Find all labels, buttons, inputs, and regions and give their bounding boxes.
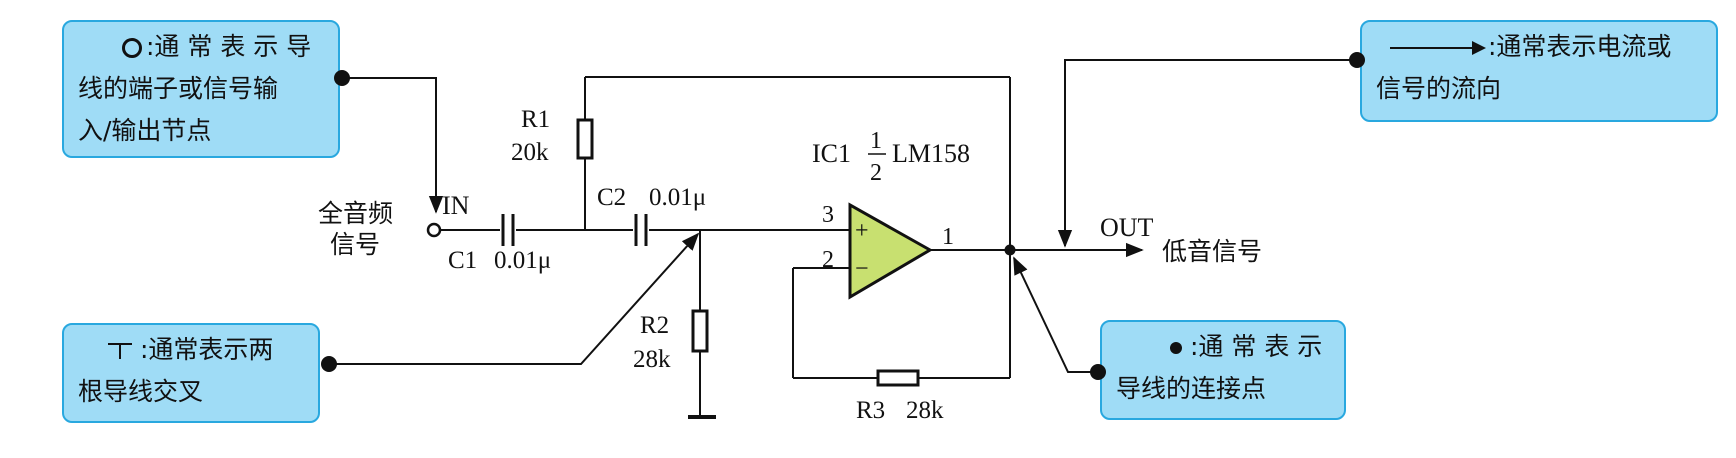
leader-dot-terminal — [334, 70, 350, 86]
c2-value: 0.01μ — [649, 184, 706, 211]
dot-icon — [1170, 342, 1182, 354]
output-desc: 低音信号 — [1162, 237, 1262, 266]
callout-flow-direction: :通常表示电流或 信号的流向 — [1360, 20, 1718, 122]
in-terminal-icon — [426, 222, 442, 238]
r2-body — [691, 309, 709, 353]
in-label: IN — [442, 191, 470, 220]
r3-value: 28k — [906, 397, 944, 424]
r2-name: R2 — [640, 312, 669, 339]
callout-junction-point: :通 常 表 示 导线的连接点 — [1100, 320, 1346, 420]
leader-crossing — [322, 232, 700, 365]
r3-name: R3 — [856, 397, 885, 424]
c1-value: 0.01μ — [494, 247, 551, 274]
arrow-right-icon — [1390, 41, 1486, 55]
c2-name: C2 — [597, 184, 626, 211]
leader-dot-junction — [1090, 364, 1106, 380]
leader-junction — [1013, 256, 1098, 373]
input-label-1: 全音频 — [318, 199, 393, 228]
leader-terminal — [342, 77, 444, 214]
callout-terminal-node: :通 常 表 示 导 线的端子或信号输 入/输出节点 — [62, 20, 340, 158]
callout-direction-line2: 信号的流向 — [1376, 74, 1502, 103]
opamp-triangle — [848, 202, 934, 300]
r3-body — [876, 369, 920, 387]
callout-direction-line1: :通常表示电流或 — [1488, 32, 1672, 61]
leader-dot-direction — [1349, 52, 1365, 68]
out-label: OUT — [1100, 213, 1154, 242]
ic-frac-num: 1 — [870, 128, 882, 154]
input-label-2: 信号 — [330, 230, 380, 259]
c1-name: C1 — [448, 247, 477, 274]
crossing-symbol-icon — [108, 341, 132, 361]
pin-plus-number: 3 — [822, 202, 834, 228]
callout-junction-line1: :通 常 表 示 — [1190, 332, 1323, 361]
callout-wire-crossing: :通常表示两 根导线交叉 — [62, 323, 320, 423]
callout-crossing-line2: 根导线交叉 — [78, 377, 204, 406]
callout-crossing-line1: :通常表示两 — [140, 335, 274, 364]
r1-value: 20k — [511, 139, 549, 166]
callout-terminal-line1: :通 常 表 示 导 — [146, 32, 312, 61]
opamp-minus-sign: − — [855, 256, 869, 282]
callout-terminal-line2: 线的端子或信号输 — [78, 74, 279, 103]
opamp-plus-sign: + — [855, 218, 869, 244]
open-circle-icon — [122, 38, 142, 58]
ic-name: IC1 — [812, 139, 851, 168]
pin-minus-number: 2 — [822, 247, 834, 273]
r1-body — [576, 118, 594, 160]
ic-frac-den: 2 — [870, 160, 882, 186]
ic-part: LM158 — [892, 139, 970, 168]
r1-name: R1 — [521, 106, 550, 133]
leader-direction — [1057, 59, 1357, 248]
leader-dot-crossing — [321, 356, 337, 372]
callout-junction-line2: 导线的连接点 — [1116, 374, 1267, 403]
r2-value: 28k — [633, 346, 671, 373]
callout-terminal-line3: 入/输出节点 — [78, 116, 212, 145]
pin-out-number: 1 — [942, 224, 954, 250]
junction-dot-icon — [1004, 244, 1016, 256]
